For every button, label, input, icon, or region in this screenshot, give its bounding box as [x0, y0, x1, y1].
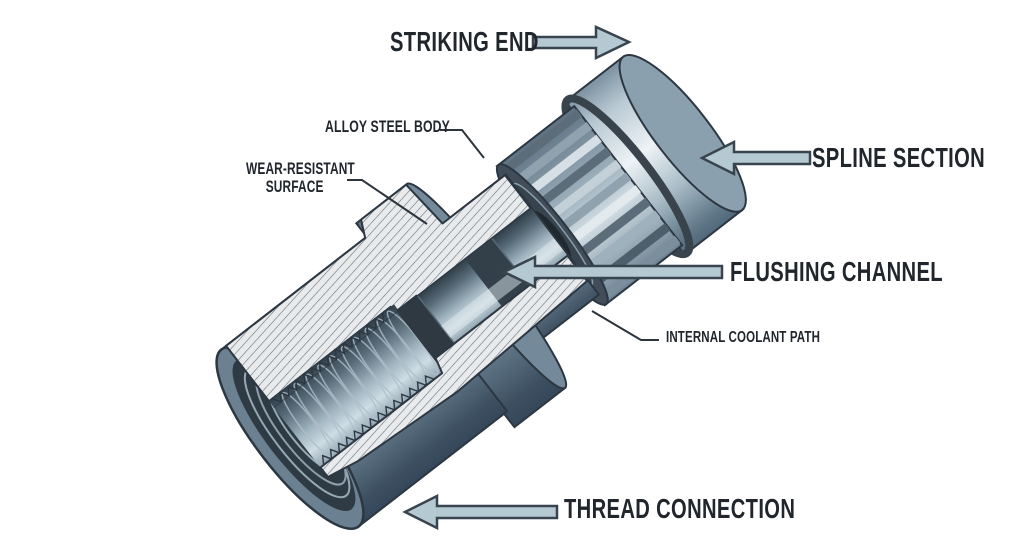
wear-resistant-surface-leader	[347, 179, 428, 225]
spline-section-arrow	[699, 139, 812, 177]
wear-resistant-surface-line2: SURFACE	[265, 176, 324, 196]
wear-resistant-surface-label: WEAR-RESISTANT SURFACE	[246, 159, 355, 196]
thread-connection-label: THREAD CONNECTION	[564, 493, 796, 524]
internal-coolant-path-label: INTERNAL COOLANT PATH	[666, 329, 821, 346]
striking-end-surface	[561, 53, 747, 259]
striking-end-arrow	[531, 25, 632, 60]
internal-coolant-path-leader	[591, 310, 659, 341]
wear-resistant-surface-line1: WEAR-RESISTANT	[246, 159, 355, 178]
flushing-channel-arrow	[501, 255, 724, 289]
near-section-hatch	[319, 254, 589, 478]
shank-body	[215, 53, 747, 531]
alloy-steel-body-leader	[440, 129, 485, 159]
coolant-bore	[268, 207, 568, 468]
thread-profile-top	[271, 312, 385, 403]
striking-end-label: STRIKING END	[390, 26, 539, 57]
alloy-steel-body-label: ALLOY STEEL BODY	[325, 117, 450, 136]
flushing-channel-label: FLUSHING CHANNEL	[730, 256, 943, 287]
thread-connection-arrow	[402, 493, 559, 531]
spline-section-label: SPLINE SECTION	[812, 142, 986, 173]
